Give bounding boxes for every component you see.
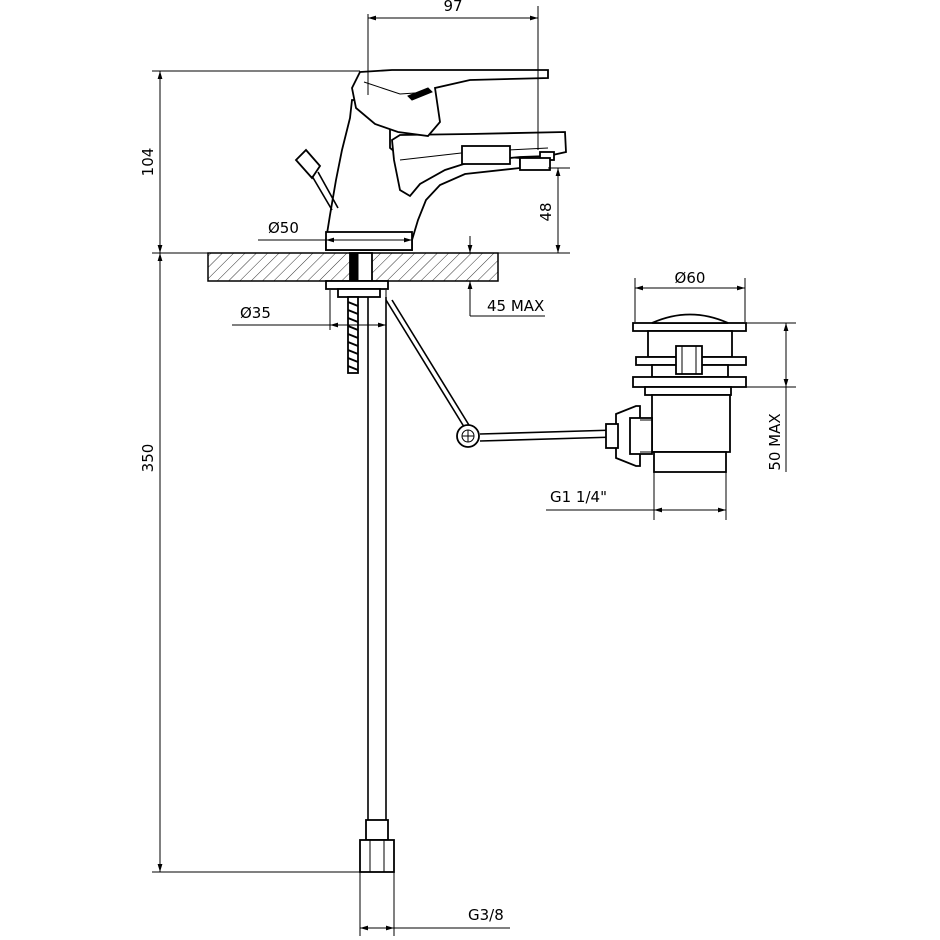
dim-350: 350 [139,253,360,873]
dim-50: Ø50 [258,219,412,243]
popup-rod [294,148,339,211]
dim-350-label: 350 [139,444,157,473]
dim-48: 48 [537,167,570,253]
dim-g3-8-label: G3/8 [468,906,504,924]
dim-104: 104 [139,70,360,253]
dim-g3-8: G3/8 [359,872,510,936]
dim-60: Ø60 [634,269,746,322]
dim-104-label: 104 [139,148,157,177]
dim-97: 97 [367,0,539,150]
dim-50-label: Ø50 [268,219,299,237]
linkage-rod [385,299,617,448]
dim-g1-1-4: G1 1/4" [546,472,727,520]
dim-48-label: 48 [537,202,555,221]
dim-35: Ø35 [232,290,387,330]
dim-50-max: 50 MAX [746,322,796,472]
faucet-body [325,69,567,251]
dim-45-max: 45 MAX [467,236,545,317]
dim-35-label: Ø35 [240,304,271,322]
dim-97-label: 97 [443,0,462,15]
dim-50-max-label: 50 MAX [766,413,784,470]
popup-waste [605,313,747,473]
dim-45-max-label: 45 MAX [487,297,544,315]
dim-60-label: Ø60 [675,269,706,287]
dim-g1-1-4-label: G1 1/4" [550,488,607,506]
shank-assembly [325,252,395,873]
